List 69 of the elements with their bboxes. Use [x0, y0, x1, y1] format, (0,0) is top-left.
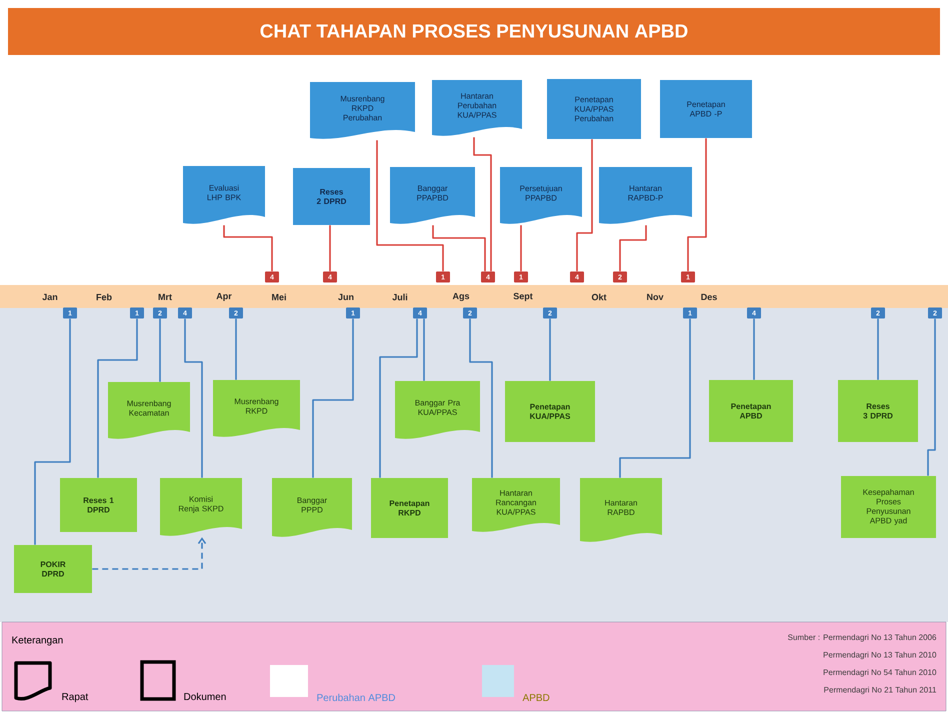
connector-line	[753, 318, 755, 380]
legend-text: APBD	[522, 694, 550, 701]
connector-line	[576, 139, 593, 272]
month-label: Jun	[338, 294, 354, 300]
month-label: Des	[701, 294, 717, 300]
process-box: Reses 3 DPRD	[838, 380, 918, 442]
connector-line	[379, 318, 418, 478]
dashed-arrow	[92, 537, 206, 570]
month-label: Ags	[452, 292, 470, 302]
document-box: Banggar PPPD	[272, 478, 352, 537]
document-box: Persetujuan PPAPBD	[500, 167, 582, 224]
source-note: Permendagri No 13 Tahun 2010	[824, 652, 936, 660]
month-label: Okt	[592, 294, 606, 300]
document-box: Hantaran Rancangan KUA/PPAS	[472, 478, 560, 532]
source-note: Permendagri No 21 Tahun 2011	[824, 686, 936, 694]
legend-text: Dokumen	[184, 692, 226, 700]
month-label: Mei	[272, 294, 286, 300]
month-label: Feb	[96, 294, 112, 300]
connector-line	[549, 318, 551, 381]
connector-line	[473, 137, 492, 272]
month-label: Apr	[216, 292, 232, 302]
document-box: Musrenbang RKPD	[213, 380, 300, 437]
process-box: Penetapan KUA/PPAS	[505, 381, 595, 442]
connector-line	[34, 318, 71, 545]
document-box: Hantaran Perubahan KUA/PPAS	[432, 80, 522, 136]
connector-line	[235, 318, 237, 380]
connector-line	[159, 318, 161, 382]
document-box: Musrenbang RKPD Perubahan	[310, 82, 415, 139]
process-box: Kesepahaman Proses Penyusunan APBD yad	[841, 476, 936, 538]
connector-line	[423, 318, 425, 381]
month-label: Jan	[42, 294, 58, 300]
process-box: Penetapan APBD -P	[660, 80, 752, 138]
connector-line	[432, 225, 486, 272]
process-box: POKIR DPRD	[14, 545, 92, 593]
connector-line	[184, 318, 203, 478]
document-box: Musrenbang Kecamatan	[108, 382, 190, 439]
document-box: Hantaran RAPBD	[580, 478, 662, 542]
connector-line	[877, 318, 879, 380]
connector-line	[619, 225, 647, 272]
legend-text: Perubahan APBD	[317, 694, 395, 702]
process-box: Penetapan RKPD	[371, 478, 448, 538]
document-box: Evaluasi LHP BPK	[183, 166, 265, 224]
connector-line	[329, 225, 331, 272]
document-box: Komisi Renja SKPD	[160, 478, 242, 536]
month-label: Sept	[514, 292, 533, 302]
source-note: Permendagri No 54 Tahun 2010	[824, 669, 936, 677]
document-box: Hantaran RAPBD-P	[599, 167, 692, 224]
legend-heading: Keterangan	[12, 636, 63, 646]
process-box: Reses 1 DPRD	[60, 478, 137, 532]
process-box: Penetapan KUA/PPAS Perubahan	[547, 79, 641, 139]
connector-line	[469, 318, 493, 478]
month-label: Nov	[647, 294, 664, 300]
connector-line	[223, 225, 273, 272]
legend-text: Rapat	[62, 693, 88, 702]
connector-line	[97, 318, 138, 478]
connector-line	[619, 318, 691, 478]
connector-line	[376, 140, 444, 272]
connector-line	[927, 318, 936, 476]
connector-line	[520, 225, 522, 272]
connector-line	[312, 318, 354, 478]
document-box: Banggar Pra KUA/PPAS	[395, 381, 480, 439]
connector-line	[687, 138, 707, 272]
source-note: Sumber : Permendagri No 13 Tahun 2006	[788, 634, 936, 642]
month-label: Juli	[392, 294, 408, 300]
process-box: Penetapan APBD	[709, 380, 793, 442]
title-banner: CHAT TAHAPAN PROSES PENYUSUNAN APBD	[8, 8, 940, 55]
process-box: Reses 2 DPRD	[293, 168, 370, 225]
month-label: Mrt	[158, 294, 172, 300]
document-box: Banggar PPAPBD	[390, 167, 475, 224]
